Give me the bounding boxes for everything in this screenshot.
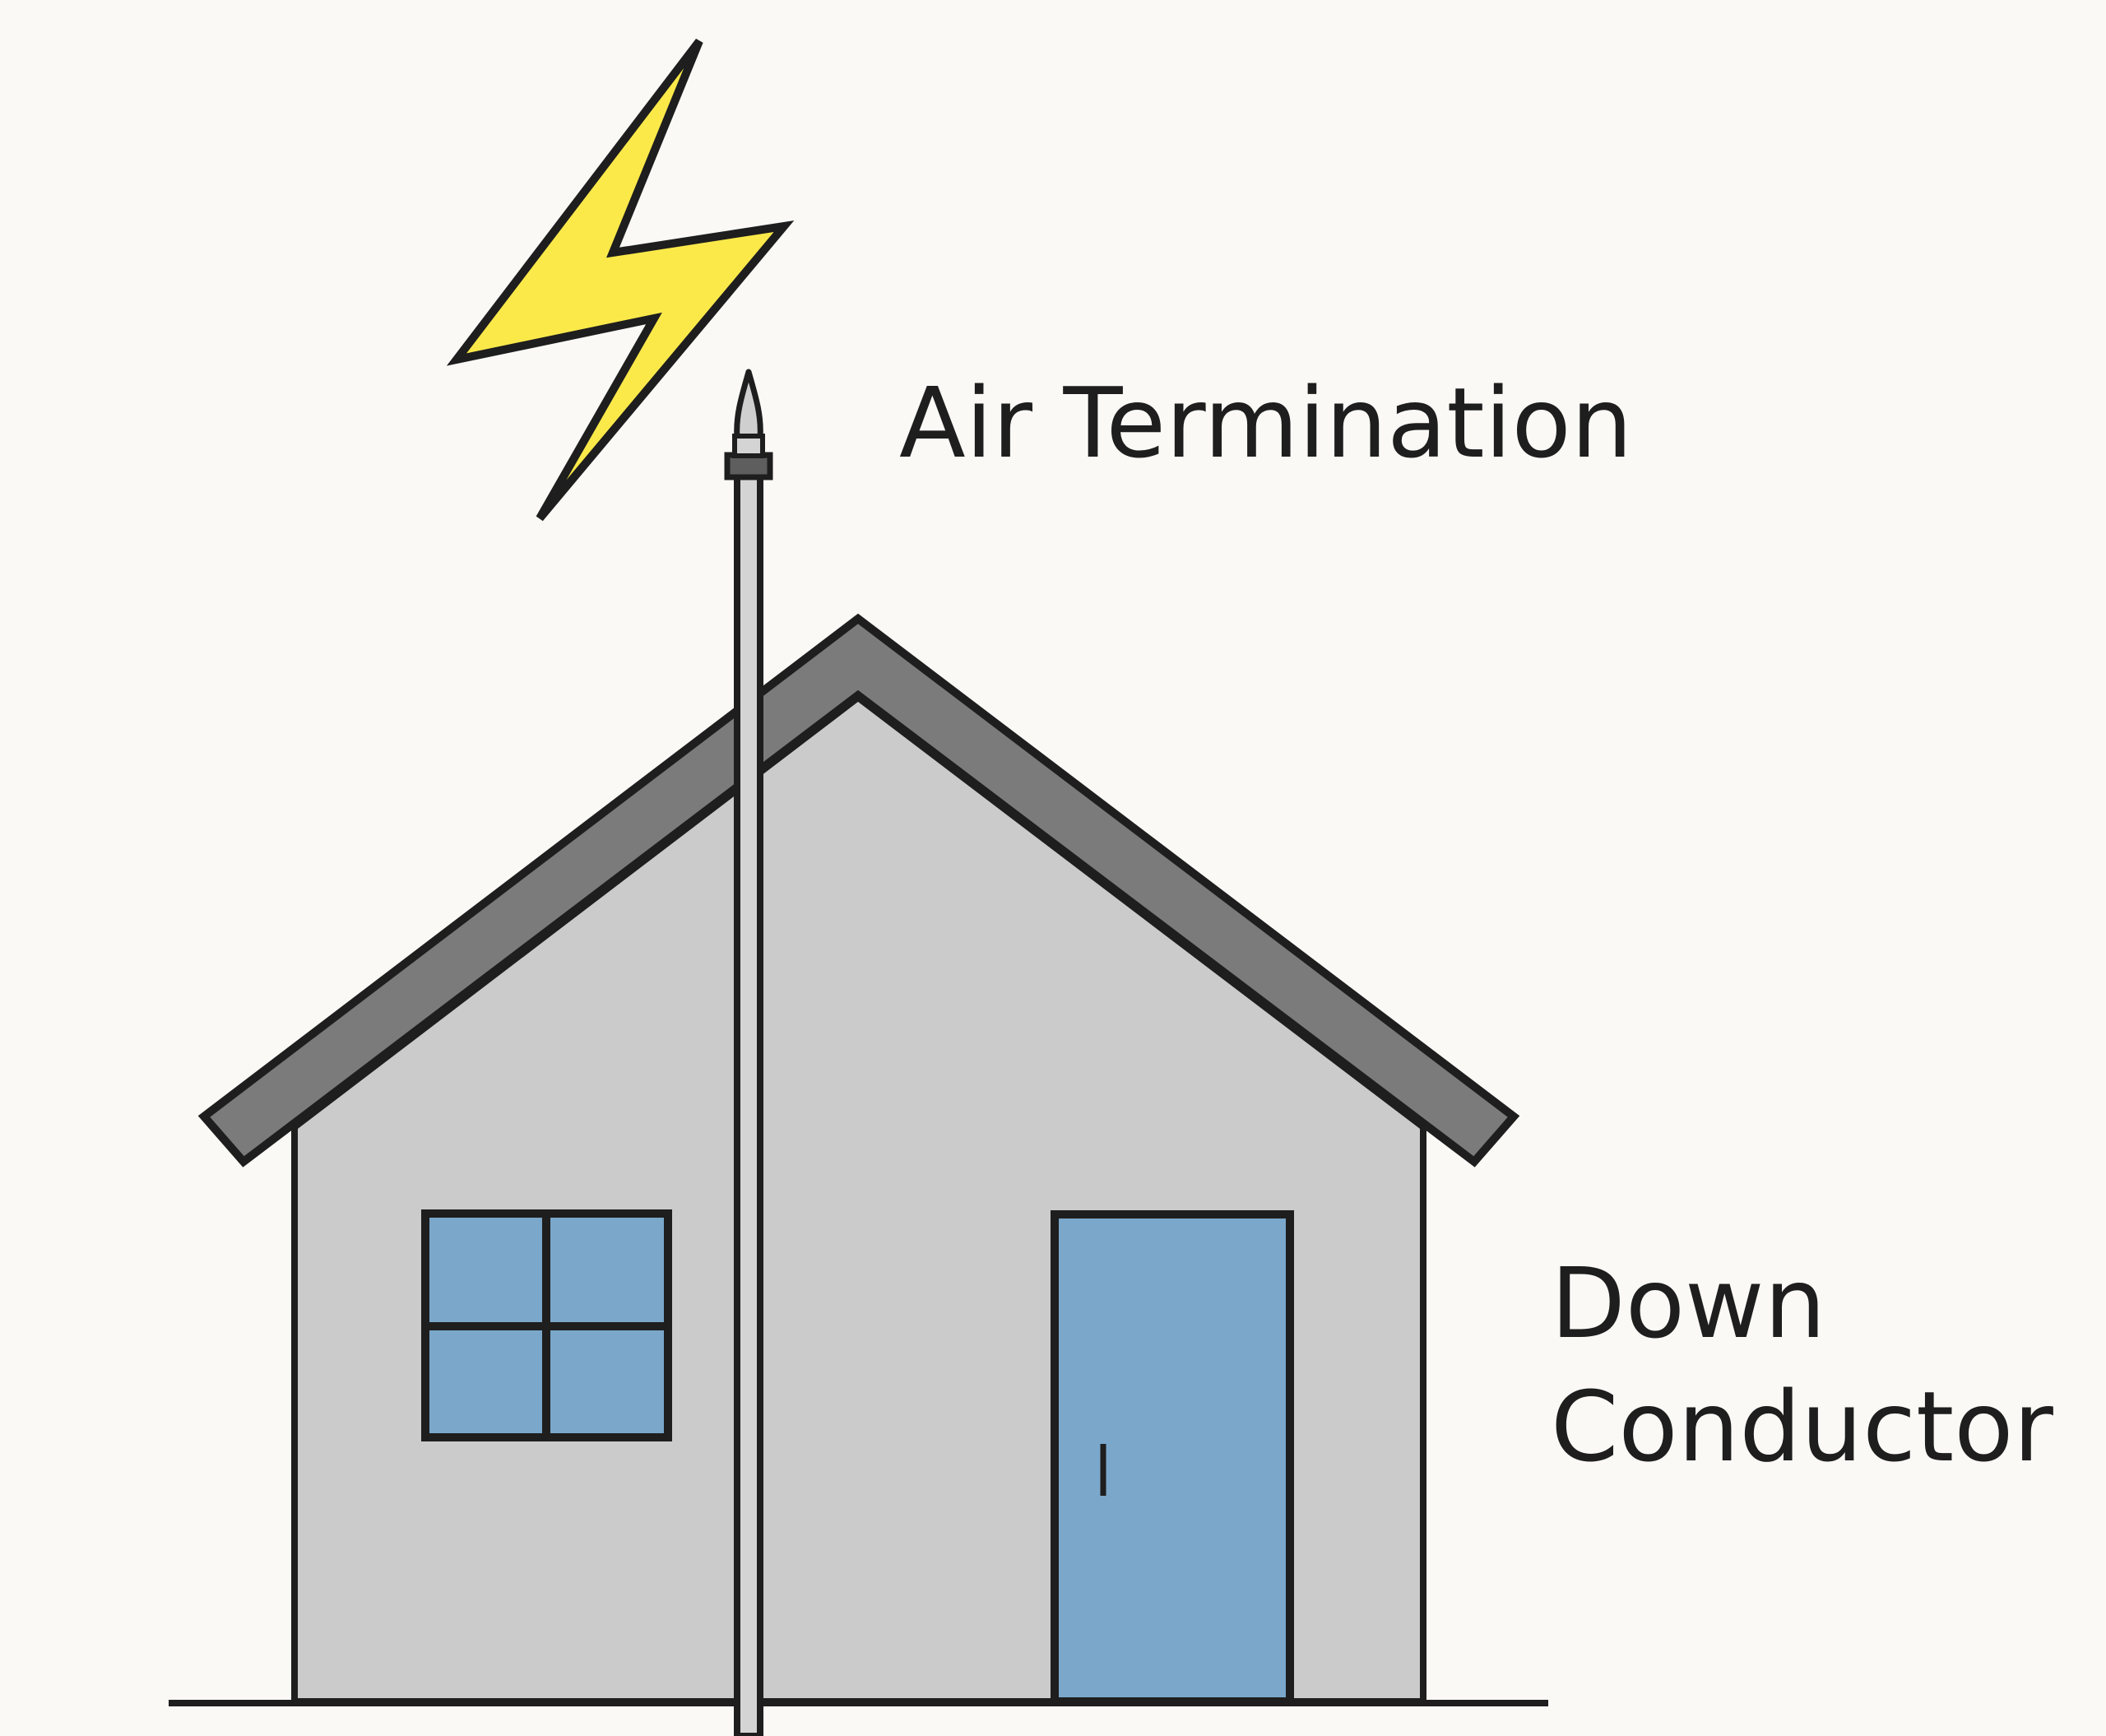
window bbox=[421, 1209, 672, 1441]
lightning-bolt-icon bbox=[446, 38, 795, 522]
lightning-rod-icon bbox=[724, 369, 773, 480]
door bbox=[1051, 1210, 1294, 1706]
roof bbox=[197, 613, 1520, 1167]
down-conductor-label-line1: Down bbox=[1551, 1246, 1825, 1360]
air-termination-label: Air Termination bbox=[899, 366, 1632, 480]
down-conductor bbox=[734, 466, 763, 1736]
down-conductor-label-line2: Conductor bbox=[1551, 1370, 2053, 1483]
